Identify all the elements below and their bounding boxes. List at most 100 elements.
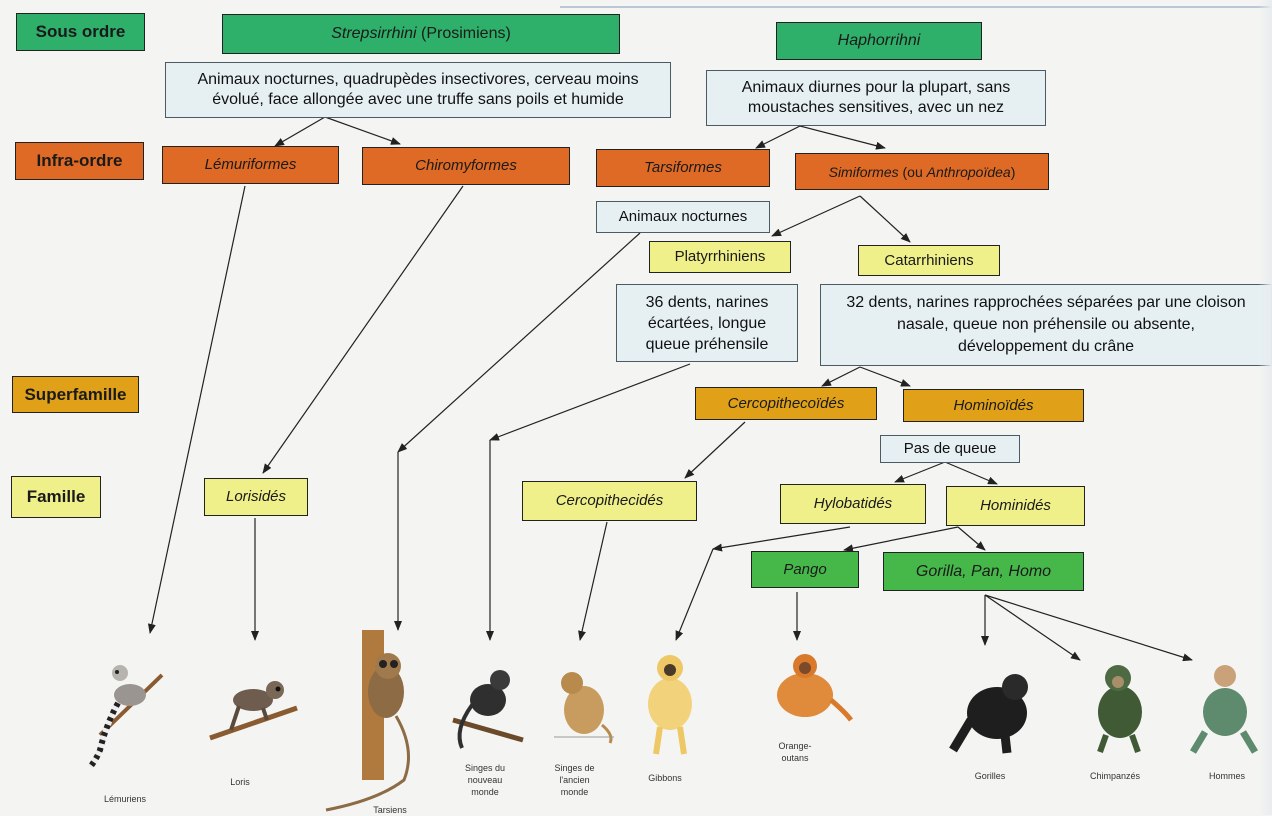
node-lorisides: Lorisidés	[204, 478, 308, 516]
node-simiformes-end: )	[1010, 163, 1016, 180]
node-lemuriformes: Lémuriformes	[162, 146, 339, 184]
arrow-platyrrhiniens-to-nouveau-monde	[489, 363, 691, 441]
caption-loris: Loris	[220, 776, 260, 788]
caption-nouveau-monde: Singes du nouveau monde	[450, 762, 520, 798]
top-rule	[560, 6, 1272, 8]
node-tarsiformes: Tarsiformes	[596, 149, 770, 187]
note-catarrhiniens-line-3: développement du crâne	[957, 338, 1135, 355]
note-catarrhiniens-line-1: 32 dents, narines rapprochées séparées p…	[846, 294, 1246, 311]
level-infra-ordre-text: Infra-ordre	[36, 151, 123, 170]
caption-chimpanzes-text: Chimpanzés	[1089, 771, 1141, 781]
caption-nouveau-line-3: monde	[471, 787, 499, 797]
caption-nouveau-line-1: Singes du	[464, 763, 506, 773]
level-superfamille: Superfamille	[12, 376, 139, 413]
note-catarrhiniens-line-2: nasale, queue non préhensile ou absente,	[896, 316, 1195, 333]
node-strepsirrhini-name: Strepsirrhini	[331, 25, 417, 42]
arrow-hylobatides-to-gibbons	[712, 526, 851, 552]
note-strepsirrhini-line-1: Animaux nocturnes, quadrupèdes insectivo…	[197, 71, 639, 88]
note-tarsiformes-text: Animaux nocturnes	[618, 208, 748, 225]
gibbon-illustration	[648, 655, 692, 755]
arrow-to-platyrrhiniens	[771, 195, 861, 237]
arrow-to-hylobatides	[894, 461, 946, 483]
node-platyrrhiniens: Platyrrhiniens	[649, 241, 791, 273]
caption-gibbons: Gibbons	[630, 772, 700, 784]
node-gorilla-pan-homo-text: Gorilla, Pan, Homo	[915, 562, 1052, 580]
arrow-to-catarrhiniens	[859, 195, 911, 243]
node-chiromyformes: Chiromyformes	[362, 147, 570, 185]
old-world-monkey-illustration	[554, 672, 614, 744]
tarsier-illustration	[325, 630, 410, 812]
note-platyrrhiniens: 36 dents, narines écartées, longue queue…	[616, 284, 798, 362]
node-hominides: Hominidés	[946, 486, 1085, 526]
arrow-to-cercopithecides	[684, 421, 746, 479]
node-cercopithecides: Cercopithecidés	[522, 481, 697, 521]
arrow-to-hommes	[984, 594, 1193, 662]
arrow-to-chimpanzes	[984, 594, 1081, 661]
node-platyrrhiniens-text: Platyrrhiniens	[674, 248, 766, 265]
caption-loris-text: Loris	[230, 777, 250, 787]
node-strepsirrhini-suffix: (Prosimiens)	[416, 25, 511, 42]
arrow-tarsiformes-to-tarsiens	[397, 232, 641, 453]
arrow-to-cercopithecoides	[821, 366, 861, 387]
arrow-to-tarsiformes	[755, 125, 801, 149]
caption-tarsiens-text: Tarsiens	[373, 805, 407, 815]
level-famille-text: Famille	[26, 487, 86, 506]
node-cercopithecides-text: Cercopithecidés	[555, 492, 664, 509]
note-strepsirrhini-line-2: évolué, face allongée avec une truffe sa…	[212, 91, 624, 108]
level-sous-ordre-text: Sous ordre	[35, 22, 126, 41]
node-pango: Pango	[751, 551, 859, 588]
node-lemuriformes-text: Lémuriformes	[204, 156, 297, 173]
arrow-to-gorilla-pan-homo	[957, 526, 986, 551]
human-illustration	[1189, 665, 1259, 754]
node-hominoides: Hominoïdés	[903, 389, 1084, 422]
orangutan-illustration	[777, 654, 853, 722]
node-simiformes-alt: Anthropoïdea	[926, 163, 1011, 180]
node-catarrhiniens: Catarrhiniens	[858, 245, 1000, 276]
node-pango-text: Pango	[783, 560, 827, 578]
node-simiformes: Simiformes (ou Anthropoïdea)	[795, 153, 1049, 190]
chimpanzee-illustration	[1097, 665, 1142, 753]
caption-orang-line-1: Orange-	[778, 741, 812, 751]
caption-lemuriens-text: Lémuriens	[103, 794, 147, 804]
level-famille: Famille	[11, 476, 101, 518]
node-strepsirrhini: Strepsirrhini (Prosimiens)	[222, 14, 620, 54]
level-superfamille-text: Superfamille	[24, 384, 127, 404]
note-strepsirrhini: Animaux nocturnes, quadrupèdes insectivo…	[165, 62, 671, 118]
caption-gibbons-text: Gibbons	[648, 773, 682, 783]
caption-hommes: Hommes	[1192, 770, 1262, 782]
arrow-cercopithecides-to-ancien-monde	[578, 521, 608, 641]
node-haphorrihni-text: Haphorrihni	[837, 32, 921, 49]
arrow-to-hominides	[944, 461, 998, 485]
arrow-to-simiformes	[799, 125, 886, 150]
arrow-to-lemuriformes	[274, 116, 326, 147]
node-simiformes-mid: (ou	[898, 163, 927, 180]
loris-illustration	[209, 681, 298, 741]
note-platyrrhiniens-line-1: 36 dents, narines	[645, 293, 769, 311]
arrow-to-pango	[843, 526, 959, 553]
level-sous-ordre: Sous ordre	[16, 13, 145, 51]
node-haphorrihni: Haphorrihni	[776, 22, 982, 60]
caption-orang-line-2: outans	[781, 753, 809, 763]
arrow-chiromyformes-to-lorisides	[262, 185, 464, 474]
caption-gorilles-text: Gorilles	[974, 771, 1006, 781]
note-hominoides: Pas de queue	[880, 435, 1020, 463]
level-infra-ordre: Infra-ordre	[15, 142, 144, 180]
caption-ancien-monde: Singes de l'ancien monde	[537, 762, 612, 798]
arrow-lemuriformes-to-lemuriens	[147, 185, 246, 634]
caption-hommes-text: Hommes	[1208, 771, 1245, 781]
node-lorisides-text: Lorisidés	[225, 488, 287, 505]
lemur-illustration	[87, 665, 164, 769]
caption-nouveau-line-2: nouveau	[467, 775, 503, 785]
note-haphorrihni-line-2: moustaches sensitives, avec un nez	[747, 99, 1005, 116]
node-catarrhiniens-text: Catarrhiniens	[884, 251, 974, 269]
caption-orang-outans: Orange- outans	[760, 740, 830, 764]
page-edge-shadow	[1258, 0, 1272, 815]
caption-ancien-line-1: Singes de	[554, 763, 595, 773]
node-chiromyformes-text: Chiromyformes	[415, 157, 517, 174]
node-hylobatides: Hylobatidés	[780, 484, 926, 524]
note-haphorrihni-line-1: Animaux diurnes pour la plupart, sans	[741, 79, 1011, 96]
caption-lemuriens: Lémuriens	[90, 793, 160, 805]
node-cercopithecoides-text: Cercopithecoïdés	[727, 394, 845, 412]
new-world-monkey-illustration	[452, 670, 524, 749]
note-catarrhiniens: 32 dents, narines rapprochées séparées p…	[820, 284, 1272, 366]
